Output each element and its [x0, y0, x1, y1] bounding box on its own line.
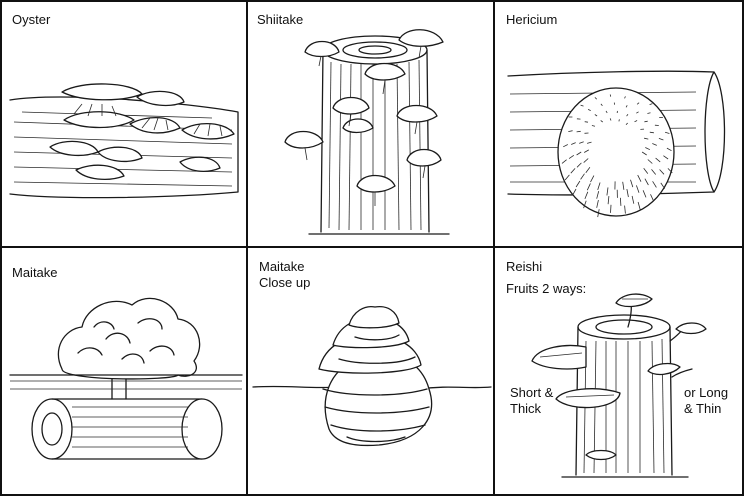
oyster-illustration	[9, 83, 239, 199]
panel-hericium: Hericium	[496, 2, 742, 246]
panel-title: Shiitake	[257, 12, 304, 27]
panel-title: Maitake	[259, 259, 305, 274]
panel-maitake-closeup: Maitake Close up	[249, 249, 493, 494]
maitake-illustration	[9, 297, 243, 460]
panel-title: Hericium	[506, 12, 558, 27]
maitake-closeup-illustration	[252, 305, 492, 447]
shiitake-illustration	[284, 29, 450, 235]
panel-maitake: Maitake	[2, 249, 246, 494]
annotation-short-thick-1: Short &	[510, 385, 554, 400]
panel-reishi: Reishi Fruits 2 ways: Short & Thick or L…	[496, 249, 742, 494]
panel-title: Reishi	[506, 259, 543, 274]
annotation-short-thick-2: Thick	[510, 401, 542, 416]
panel-title: Oyster	[12, 12, 51, 27]
panel-oyster: Oyster	[2, 2, 246, 246]
hericium-illustration	[507, 70, 726, 218]
annotation-long-thin-2: & Thin	[684, 401, 722, 416]
annotation-long-thin-1: or Long	[684, 385, 729, 400]
panel-subtitle: Fruits 2 ways:	[506, 281, 587, 296]
panel-subtitle: Close up	[259, 275, 311, 290]
panel-title: Maitake	[12, 265, 58, 280]
reishi-illustration	[531, 293, 707, 478]
panel-shiitake: Shiitake	[249, 2, 493, 246]
